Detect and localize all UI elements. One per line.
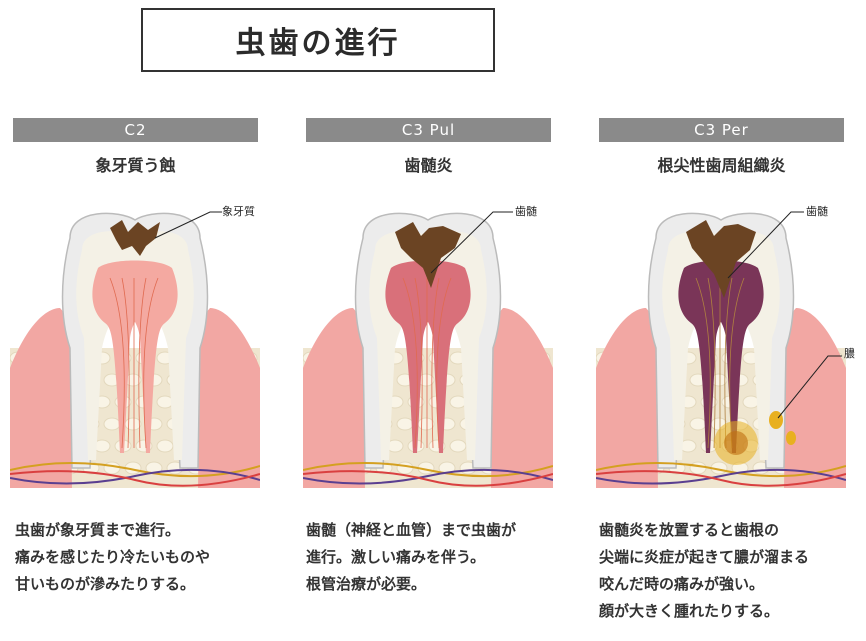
bone-cell — [396, 417, 414, 431]
callout-pulp: 歯髄 — [806, 205, 828, 218]
nerve — [303, 462, 553, 478]
artery — [10, 470, 260, 487]
description-line: 顔が大きく腫れたりする。 — [599, 602, 780, 620]
stage-name: 根尖性歯周組織炎 — [657, 156, 786, 175]
tooth-illustration-c2 — [10, 211, 260, 488]
description-line: 咬んだ時の痛みが強い。 — [599, 575, 765, 593]
nerve-line — [724, 277, 733, 449]
bone-cell — [449, 395, 467, 409]
stage-header: C3 Pul — [306, 118, 551, 142]
decay — [395, 222, 461, 288]
pus-core — [724, 431, 748, 455]
callout-line — [154, 211, 222, 239]
decay — [686, 220, 756, 298]
tooth-base — [596, 211, 846, 488]
description-line: 歯髄炎を放置すると歯根の — [599, 521, 780, 539]
gum-left — [303, 308, 365, 488]
bone-cell — [742, 395, 760, 409]
gum-right — [198, 308, 260, 488]
stage-c3-per: C3 Per 根尖性歯周組織炎 — [599, 118, 844, 176]
callout-line — [430, 211, 513, 274]
gum-right — [491, 308, 553, 488]
bone-cell — [124, 417, 142, 431]
tooth-base — [303, 211, 553, 488]
bone-cell — [156, 439, 174, 453]
bone-cell — [689, 417, 707, 431]
callout-pus: 膿 — [844, 347, 855, 360]
pulp — [678, 260, 764, 453]
stage-c2: C2 象牙質う蝕 — [13, 118, 258, 176]
tooth-illustration-c3-pul — [303, 211, 553, 488]
nerve-line — [143, 277, 159, 449]
bone-cell — [396, 461, 414, 475]
vein — [10, 468, 260, 485]
stage-header: C2 — [13, 118, 258, 142]
stage-c3-pul: C3 Pul 歯髄炎 — [306, 118, 551, 176]
nerve-line — [402, 277, 418, 449]
description-line: 尖端に炎症が起きて膿が溜まる — [599, 548, 810, 566]
bone-cell — [103, 461, 121, 475]
nerve-line — [109, 277, 125, 449]
stage-description: 歯髄（神経と血管）まで虫歯が 進行。激しい痛みを伴う。 根管治療が必要。 — [306, 517, 516, 598]
gum-right — [784, 308, 846, 488]
callout-dentin: 象牙質 — [222, 205, 255, 218]
nerve-line — [431, 277, 440, 449]
description-line: 歯髄（神経と血管）まで虫歯が — [306, 521, 517, 539]
bone-cell — [689, 461, 707, 475]
stage-header: C3 Per — [599, 118, 844, 142]
decay — [110, 220, 160, 256]
tooth-illustration-c3-per — [596, 211, 846, 488]
description-line: 根管治療が必要。 — [306, 575, 427, 593]
nerve-line — [729, 277, 745, 449]
callout-line — [727, 211, 804, 279]
bone-cell — [156, 395, 174, 409]
nerve-line — [707, 277, 716, 449]
vein — [303, 468, 553, 485]
bone-cell — [103, 417, 121, 431]
nerve-line — [436, 277, 452, 449]
stage-description: 虫歯が象牙質まで進行。 痛みを感じたり冷たいものや 甘いものが滲みたりする。 — [15, 517, 210, 598]
nerve — [10, 462, 260, 478]
callout-pulp: 歯髄 — [515, 205, 537, 218]
description-line: 虫歯が象牙質まで進行。 — [15, 521, 181, 539]
vein — [596, 468, 846, 485]
pus-drop — [786, 431, 796, 445]
gum-left — [10, 308, 72, 488]
pulp — [385, 260, 471, 453]
gum-left — [596, 308, 658, 488]
stage-name: 象牙質う蝕 — [95, 156, 176, 175]
nerve-line — [695, 277, 711, 449]
stage-description: 歯髄炎を放置すると歯根の 尖端に炎症が起きて膿が溜まる 咬んだ時の痛みが強い。 … — [599, 517, 809, 625]
nerve — [596, 462, 846, 478]
bone-cell — [449, 439, 467, 453]
tooth-base — [10, 211, 260, 488]
callout-line — [777, 355, 842, 419]
description-line: 痛みを感じたり冷たいものや — [15, 548, 211, 566]
nerve-line — [138, 277, 147, 449]
pulp — [92, 260, 178, 453]
stage-name: 歯髄炎 — [404, 156, 453, 175]
description-line: 進行。激しい痛みを伴う。 — [306, 548, 486, 566]
nerve-line — [121, 277, 130, 449]
artery — [596, 470, 846, 487]
description-line: 甘いものが滲みたりする。 — [15, 575, 196, 593]
artery — [303, 470, 553, 487]
nerve-line — [414, 277, 423, 449]
bone-cell — [417, 417, 435, 431]
page-title: 虫歯の進行 — [141, 8, 495, 72]
